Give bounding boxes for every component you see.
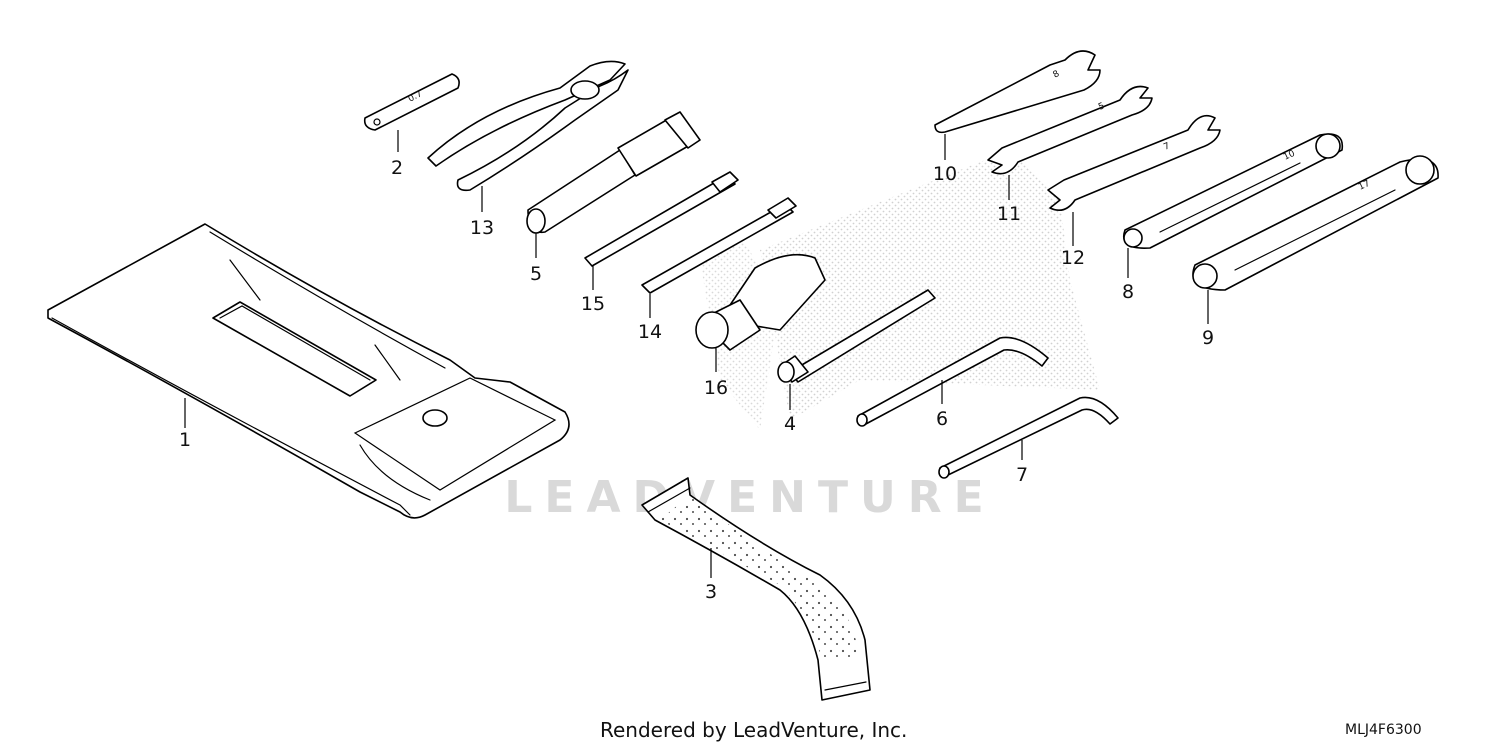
callout-2[interactable]: 2 <box>391 157 403 179</box>
leader-lines <box>184 130 1209 578</box>
callout-14[interactable]: 14 <box>638 321 662 343</box>
rubber-strap <box>641 477 871 701</box>
extension-bar <box>777 289 936 383</box>
callout-11[interactable]: 11 <box>997 203 1021 225</box>
callout-9[interactable]: 9 <box>1202 327 1214 349</box>
watermark-text: LEADVENTURE <box>504 472 995 523</box>
wrench-8-size: 10 <box>1282 149 1297 163</box>
tool-bag <box>47 223 570 519</box>
ring-wrench-9: 17 <box>1192 155 1439 291</box>
screwdriver-handle <box>695 253 826 351</box>
open-end-wrench-12: 7 <box>1047 114 1221 211</box>
feeler-gauge: 0.7 <box>363 73 460 131</box>
callout-labels: 1 2 3 4 5 6 7 8 9 10 11 12 13 14 15 16 <box>179 157 1214 603</box>
ring-wrench-8: 10 <box>1123 133 1344 249</box>
callout-15[interactable]: 15 <box>581 293 605 315</box>
rendered-by-credit: Rendered by LeadVenture, Inc. <box>600 718 908 742</box>
pliers <box>427 60 629 192</box>
callout-13[interactable]: 13 <box>470 217 494 239</box>
spark-plug-wrench <box>526 111 701 234</box>
callout-7[interactable]: 7 <box>1016 464 1028 486</box>
open-end-wrench-10: 8 <box>934 50 1101 134</box>
screwdriver-blade-phillips <box>641 197 797 294</box>
callout-1[interactable]: 1 <box>179 429 191 451</box>
screwdriver-blade-flat <box>584 171 739 267</box>
callout-5[interactable]: 5 <box>530 263 542 285</box>
wrench-10-size: 8 <box>1052 69 1062 81</box>
diagram-code: MLJ4F6300 <box>1345 722 1422 738</box>
hex-wrench-6 <box>856 336 1049 427</box>
callout-16[interactable]: 16 <box>704 377 728 399</box>
wrench-9-size: 17 <box>1357 179 1372 193</box>
hex-wrench-7 <box>938 396 1119 479</box>
callout-6[interactable]: 6 <box>936 408 948 430</box>
open-end-wrench-11: 5 <box>987 85 1153 175</box>
wrench-11-size: 5 <box>1097 101 1106 112</box>
callout-3[interactable]: 3 <box>705 581 717 603</box>
callout-12[interactable]: 12 <box>1061 247 1085 269</box>
callout-4[interactable]: 4 <box>784 413 796 435</box>
callout-10[interactable]: 10 <box>933 163 957 185</box>
wrench-12-size: 7 <box>1162 141 1171 152</box>
callout-8[interactable]: 8 <box>1122 281 1134 303</box>
